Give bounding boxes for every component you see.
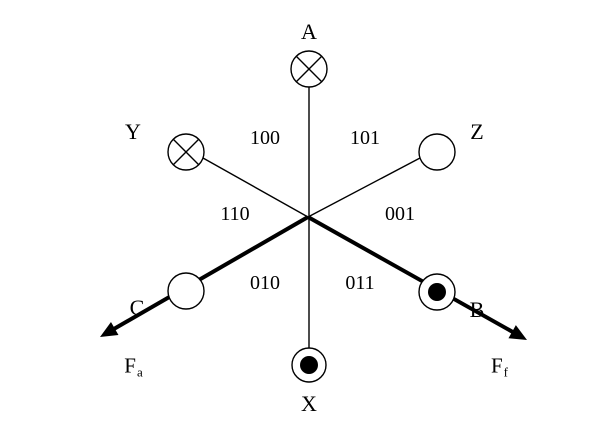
force-Ff-arrow-head <box>508 325 527 340</box>
node-marker-group <box>167 50 456 383</box>
circle-icon-Z <box>418 133 456 171</box>
node-label-Z: Z <box>470 119 484 144</box>
force-symbol: F <box>124 353 136 378</box>
node-label-X: X <box>301 391 317 416</box>
circle-icon-C <box>167 272 205 310</box>
force-label-Fa: Fa <box>124 353 143 380</box>
miller-index-label-001: 001 <box>385 203 415 225</box>
node-marker-X <box>291 347 327 383</box>
axis-Y-to-center <box>202 157 309 218</box>
node-marker-C <box>167 272 205 310</box>
node-label-Y: Y <box>125 119 141 144</box>
node-marker-Z <box>418 133 456 171</box>
node-marker-B <box>418 273 456 311</box>
force-symbol: F <box>490 353 503 378</box>
miller-index-label-011: 011 <box>345 272 375 294</box>
node-marker-Y <box>167 133 205 171</box>
miller-index-label-100: 100 <box>250 127 280 149</box>
force-subscript: a <box>136 364 143 380</box>
thick-arrow-group <box>100 215 527 340</box>
force-subscript: f <box>503 364 509 380</box>
miller-index-label-101: 101 <box>350 127 380 149</box>
node-label-B: B <box>469 297 485 322</box>
cross-icon-Y-b <box>172 138 200 166</box>
node-label-A: A <box>301 19 317 44</box>
axis-Z-to-center <box>307 157 421 218</box>
dot-icon-X <box>300 356 318 374</box>
miller-index-label-010: 010 <box>250 272 280 294</box>
force-label-Ff: Ff <box>490 353 509 380</box>
force-Fa-arrow-head <box>100 322 119 337</box>
cross-icon-A-b <box>295 55 323 83</box>
dot-icon-B <box>428 283 446 301</box>
miller-index-label-110: 110 <box>220 203 250 225</box>
node-label-C: C <box>129 295 145 320</box>
force-Ff-arrow-shaft <box>307 215 519 337</box>
node-marker-A <box>290 50 328 88</box>
force-Fa-arrow-shaft <box>108 215 309 334</box>
